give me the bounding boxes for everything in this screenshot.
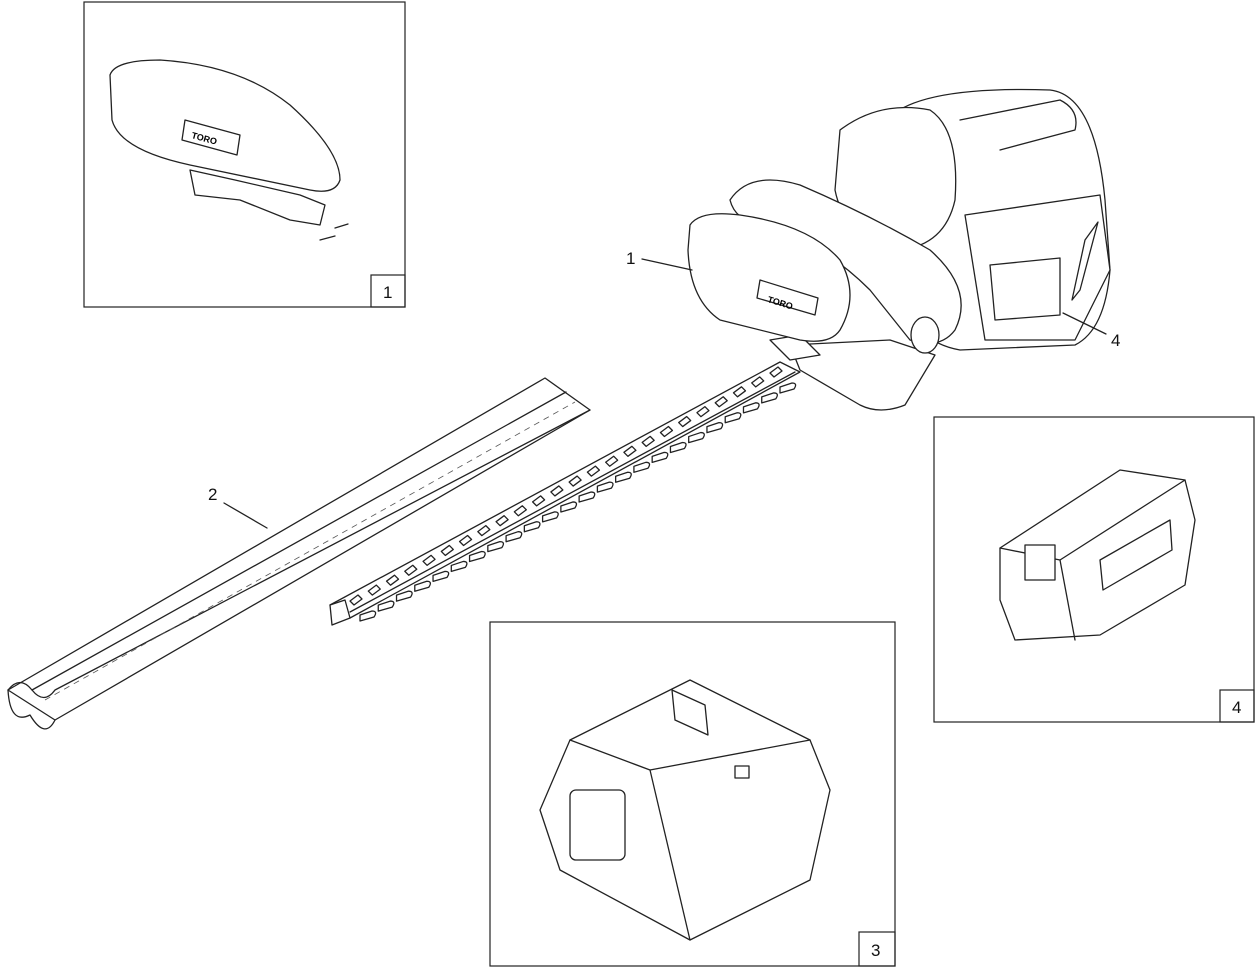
detail-box-4: 4 bbox=[933, 416, 1255, 723]
blade-tooth bbox=[541, 511, 559, 523]
blade-tooth bbox=[458, 534, 473, 547]
blade-tooth bbox=[578, 491, 596, 503]
blade-tooth bbox=[769, 366, 783, 378]
blade-tooth bbox=[633, 461, 651, 473]
callout-1: 1 bbox=[626, 249, 693, 271]
blade-tooth bbox=[732, 386, 747, 398]
blade-tooth bbox=[706, 422, 724, 434]
blade-tooth bbox=[422, 554, 436, 566]
callout-4: 4 bbox=[1062, 312, 1120, 350]
blade-tooth bbox=[432, 570, 450, 582]
callout-label: 4 bbox=[1111, 331, 1120, 350]
detail-box-label: 3 bbox=[871, 941, 880, 960]
callout-2: 2 bbox=[208, 485, 268, 529]
hedge-trimmer-body: TORO bbox=[687, 88, 1111, 411]
blade-tooth bbox=[605, 455, 619, 467]
blade-tooth bbox=[495, 515, 509, 527]
blade-tooth bbox=[641, 435, 655, 448]
blade-tooth bbox=[586, 465, 601, 477]
blade-tooth bbox=[385, 574, 400, 586]
blade-tooth bbox=[450, 560, 468, 573]
blade-tooth bbox=[751, 376, 765, 388]
blade-tooth bbox=[596, 481, 614, 493]
blade-tooth bbox=[560, 501, 578, 513]
blade-tooth bbox=[623, 445, 637, 457]
battery-detail bbox=[999, 469, 1196, 641]
guard-logo bbox=[756, 279, 819, 316]
blade-tooth bbox=[404, 564, 418, 576]
blade-tooth bbox=[724, 412, 742, 424]
detail-box-3: 3 bbox=[489, 621, 896, 967]
blade-tooth bbox=[531, 495, 546, 507]
blade-tooth bbox=[468, 550, 486, 563]
blade-tooth bbox=[696, 406, 710, 418]
blade-tooth bbox=[742, 402, 760, 414]
blade-tooth bbox=[487, 540, 505, 553]
detail-box-label: 1 bbox=[383, 283, 392, 302]
blade-cover-part-2 bbox=[7, 377, 591, 730]
blade-tooth bbox=[367, 584, 381, 596]
blade-tooth bbox=[779, 382, 797, 394]
blade-tooth bbox=[414, 580, 432, 592]
charger-detail bbox=[539, 679, 831, 941]
blade-tooth bbox=[568, 475, 582, 487]
blade-tooth bbox=[477, 524, 491, 537]
blade-tooth bbox=[688, 431, 705, 444]
blade-tooth bbox=[659, 425, 674, 438]
blade-tooth bbox=[523, 521, 541, 533]
blade-tooth bbox=[395, 590, 413, 602]
blade-tooth bbox=[761, 392, 778, 404]
blade-tooth bbox=[678, 415, 692, 428]
blade-tooth bbox=[505, 531, 523, 543]
blade-tooth bbox=[513, 505, 527, 517]
blade-tooth bbox=[714, 396, 728, 408]
detail-box-label: 4 bbox=[1232, 698, 1241, 717]
blade-tooth bbox=[359, 610, 377, 622]
callout-label: 1 bbox=[626, 249, 635, 268]
blade-tooth bbox=[550, 485, 564, 497]
callout-label: 2 bbox=[208, 485, 217, 504]
blade-tooth bbox=[377, 600, 395, 612]
detail-box-1: 1 TORO bbox=[83, 1, 406, 308]
blade-tooth bbox=[651, 451, 669, 464]
blade-tooth bbox=[440, 544, 454, 557]
blade-tooth bbox=[669, 441, 687, 454]
blade-tooth bbox=[615, 471, 632, 483]
hedge-blade bbox=[329, 361, 801, 626]
blade-tooth bbox=[349, 594, 363, 606]
battery-pack bbox=[964, 194, 1111, 341]
